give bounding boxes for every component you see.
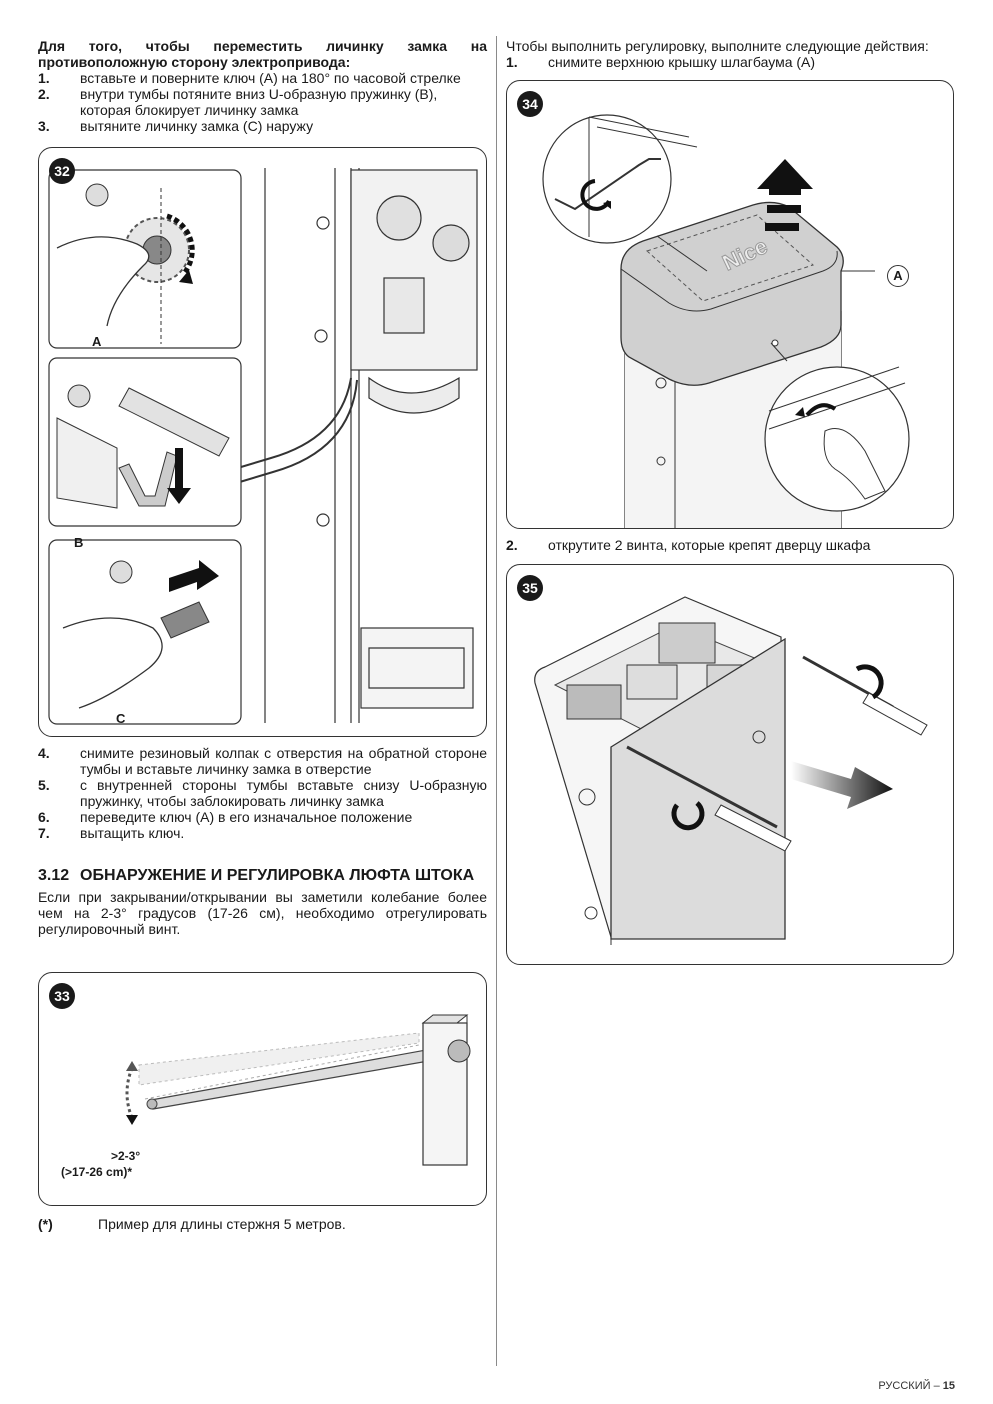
- list-item: 1.вставьте и поверните ключ (A) на 180° …: [38, 70, 461, 86]
- steps-list-a: 1.вставьте и поверните ключ (A) на 180° …: [38, 70, 487, 134]
- figure-32-illustration: [48, 168, 478, 725]
- footnote: (*) Пример для длины стержня 5 метров.: [38, 1216, 346, 1232]
- page-footer: РУССКИЙ – 15: [878, 1378, 955, 1394]
- page-number: 15: [942, 1380, 955, 1392]
- figure-34-number: 34: [517, 91, 543, 117]
- figure-33: 33 >2-3° (>17-26 cm)*: [38, 972, 487, 1206]
- list-item: 1.снимите верхнюю крышку шлагбаума (A): [506, 54, 816, 70]
- figure-35: 35: [506, 564, 954, 965]
- figure-34-illustration: Nice: [542, 114, 910, 528]
- footer-separator: –: [930, 1380, 943, 1392]
- list-item: 6.переведите ключ (A) в его изначальное …: [38, 809, 413, 825]
- label-a: A: [887, 265, 909, 287]
- distance-label: (>17-26 cm)*: [61, 1165, 133, 1179]
- footnote-text: Пример для длины стержня 5 метров.: [98, 1216, 346, 1232]
- section-heading: 3.12 ОБНАРУЖЕНИЕ И РЕГУЛИРОВКА ЛЮФТА ШТО…: [38, 867, 487, 885]
- section-title: ОБНАРУЖЕНИЕ И РЕГУЛИРОВКА ЛЮФТА ШТОКА: [80, 867, 475, 884]
- figure-32: 32 A B C: [38, 147, 487, 737]
- label-b: B: [74, 535, 84, 550]
- list-item: 3.вытяните личинку замка (C) наружу: [38, 118, 314, 134]
- list-item: 5.с внутренней стороны тумбы вставьте сн…: [38, 777, 487, 809]
- section-number: 3.12: [38, 867, 70, 884]
- figure-34: Nice 34 A: [506, 80, 954, 529]
- left-column: Для того, чтобы переместить личинку замк…: [38, 38, 487, 134]
- angle-label: >2-3°: [111, 1149, 141, 1163]
- list-item: 7.вытащить ключ.: [38, 825, 185, 841]
- figure-32-number: 32: [49, 158, 75, 184]
- left-intro: Для того, чтобы переместить личинку замк…: [38, 38, 487, 70]
- footer-language: РУССКИЙ: [878, 1380, 931, 1392]
- label-c: C: [116, 711, 126, 726]
- figure-35-illustration: [534, 596, 928, 945]
- label-a: A: [92, 334, 102, 349]
- list-item: 2.открутите 2 винта, которые крепят двер…: [506, 537, 871, 553]
- list-item: 2.внутри тумбы потяните вниз U-образную …: [38, 86, 438, 118]
- figure-33-illustration: [125, 1014, 471, 1166]
- figure-35-number: 35: [517, 575, 543, 601]
- right-column: Чтобы выполнить регулировку, выполните с…: [506, 38, 954, 70]
- section-paragraph: Если при закрывании/открывании вы замети…: [38, 889, 487, 937]
- right-intro: Чтобы выполнить регулировку, выполните с…: [506, 38, 929, 54]
- list-item: 4.снимите резиновый колпак с отверстия н…: [38, 745, 487, 777]
- column-divider: [496, 36, 497, 1366]
- figure-33-number: 33: [49, 983, 75, 1009]
- footnote-mark: (*): [38, 1216, 53, 1232]
- left-steps-b: 4.снимите резиновый колпак с отверстия н…: [38, 745, 487, 937]
